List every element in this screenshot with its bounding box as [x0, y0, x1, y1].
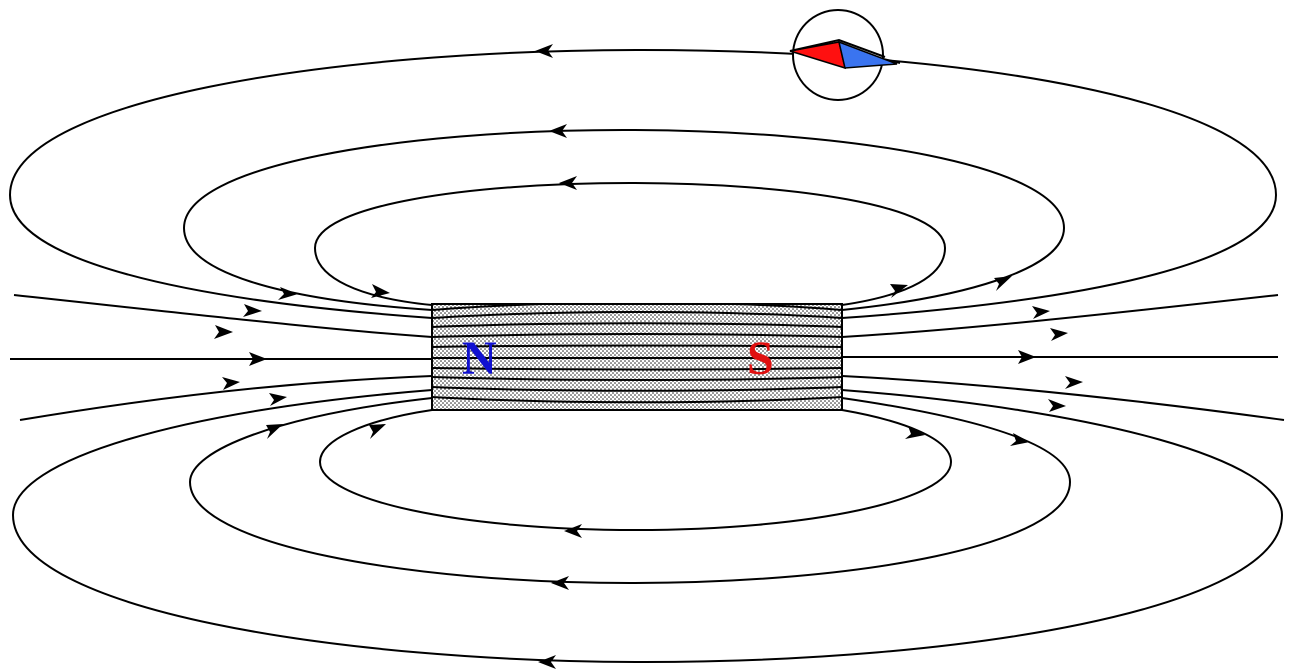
north-pole-label: N	[462, 332, 497, 385]
field-direction-arrow-icon	[559, 176, 577, 190]
internal-line-3	[432, 322, 842, 328]
compass-needle-outline	[789, 38, 886, 58]
internal-line-10	[432, 396, 842, 404]
south-pole-label: S	[747, 332, 774, 385]
internal-line-5	[432, 344, 842, 348]
field-lines-open	[10, 294, 1285, 421]
field-direction-arrow-icon	[249, 352, 267, 366]
internal-line-7	[432, 367, 842, 371]
field-direction-arrow-icon	[214, 325, 233, 339]
field-direction-arrow-icon	[905, 426, 925, 439]
field-loop-bottom-outer	[11, 389, 1284, 664]
field-loop-top-outer	[8, 48, 1278, 319]
field-direction-arrow-icon	[538, 655, 556, 669]
field-lines-closed	[8, 48, 1284, 664]
field-direction-arrow-icon	[1050, 328, 1068, 341]
field-direction-arrow-icon	[269, 393, 287, 406]
field-loop-bottom-inner	[318, 409, 953, 532]
field-loop-bottom-middle	[188, 397, 1072, 585]
field-line-open-right-1	[841, 294, 1279, 338]
internal-field-lines	[432, 304, 842, 404]
field-line-open-left-1	[13, 294, 433, 338]
field-loop-top-middle	[182, 128, 1066, 311]
field-direction-arrow-icon	[890, 284, 908, 298]
field-direction-arrow-icon	[371, 284, 390, 298]
field-loop-top-inner	[313, 181, 947, 306]
field-direction-arrow-icon	[1010, 433, 1030, 446]
field-direction-arrow-icon	[549, 124, 567, 138]
internal-line-8	[432, 376, 842, 381]
field-direction-arrow-icon	[564, 524, 582, 538]
field-line-open-right-3	[841, 375, 1285, 421]
field-direction-arrow-icon	[266, 424, 283, 439]
internal-line-9	[432, 386, 842, 392]
field-direction-arrow-icon	[1048, 399, 1066, 412]
field-direction-arrow-icon	[369, 424, 386, 439]
field-direction-arrow-icon	[535, 44, 553, 58]
internal-line-4	[432, 333, 842, 338]
bar-magnet-icon: N S	[431, 303, 843, 411]
compass-needle-south	[837, 40, 898, 69]
field-direction-arrow-icon	[222, 377, 240, 390]
field-line-open-left-3	[19, 375, 433, 421]
internal-line-2	[432, 311, 842, 319]
field-direction-arrow-icon	[1018, 350, 1036, 364]
internal-line-1	[432, 304, 842, 311]
compass-icon	[789, 9, 901, 101]
field-direction-arrow-icon	[994, 276, 1012, 291]
field-direction-arrow-icon	[1032, 306, 1050, 319]
field-direction-arrows	[214, 44, 1083, 669]
field-direction-arrow-icon	[278, 287, 298, 300]
field-direction-arrow-icon	[1065, 376, 1083, 389]
field-direction-arrow-icon	[243, 304, 262, 317]
field-direction-arrow-icon	[551, 576, 569, 590]
